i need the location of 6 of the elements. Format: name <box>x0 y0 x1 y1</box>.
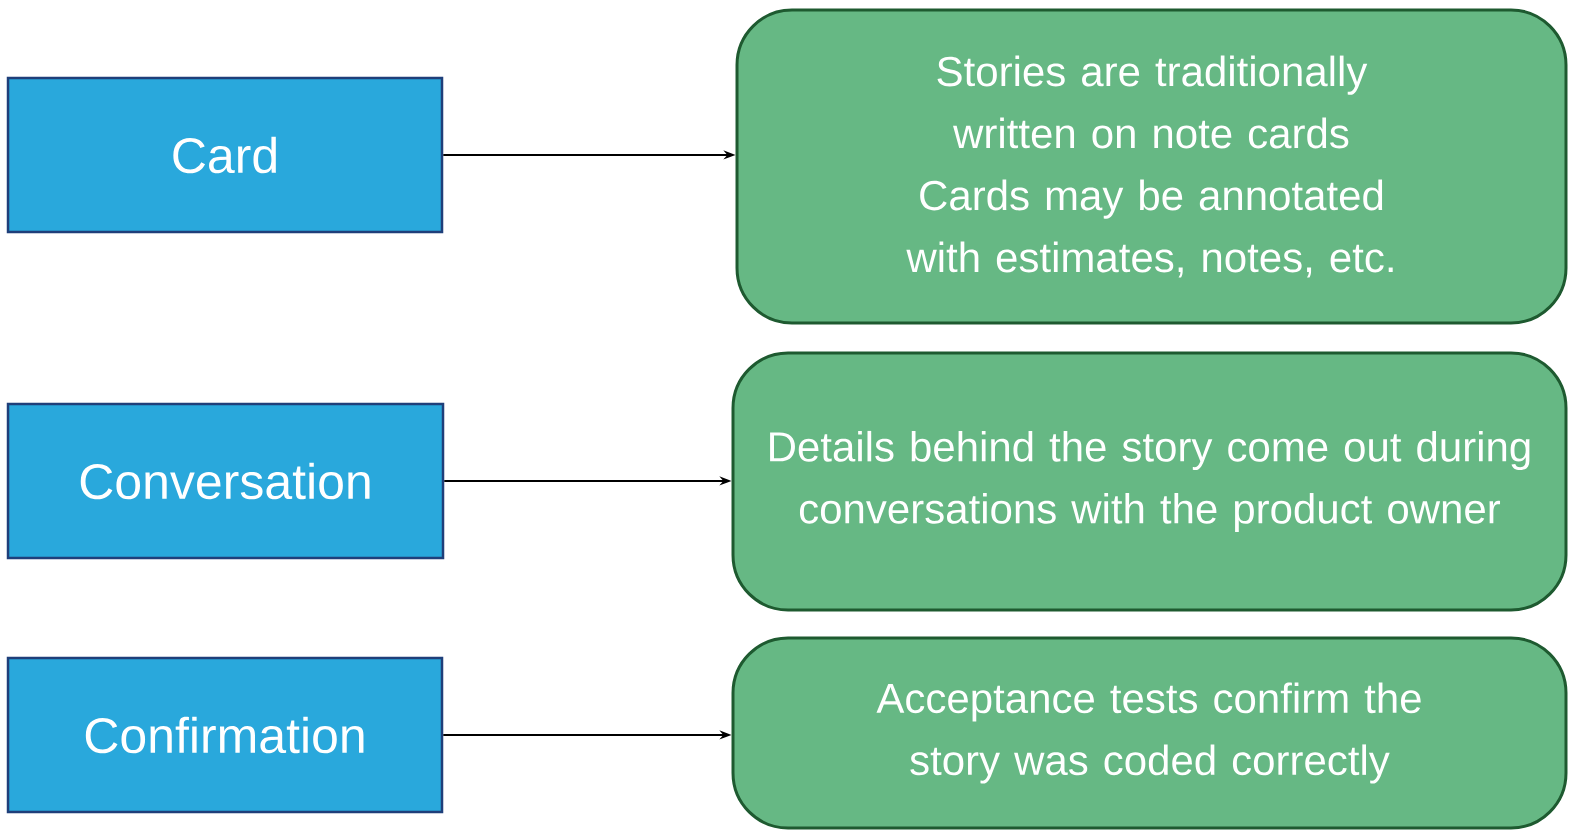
description-box: Acceptance tests confirm the story was coded correctly <box>731 636 1568 830</box>
term-box: Confirmation <box>6 656 444 814</box>
term-box: Conversation <box>6 402 445 560</box>
description-box: Details behind the story come out during conversations with the product owner <box>731 351 1568 612</box>
description-box: Stories are traditionally written on note cards Cards may be annotated with estimates, notes, etc. <box>735 8 1568 325</box>
term-box: Card <box>6 76 444 234</box>
